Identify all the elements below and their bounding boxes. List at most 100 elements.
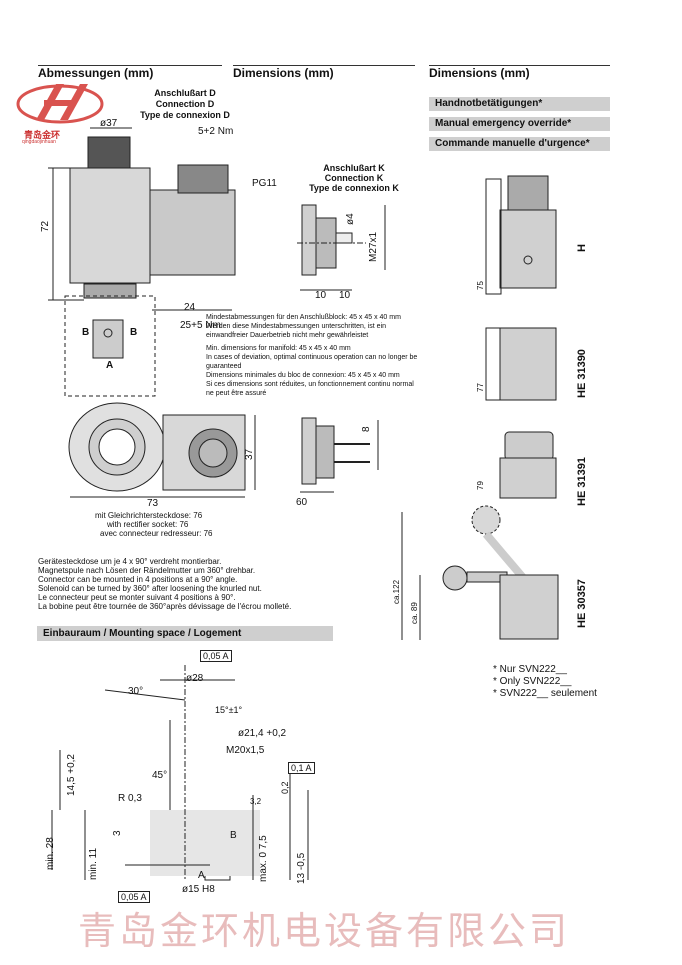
mounting-space-title: Einbauraum / Mounting space / Logement bbox=[37, 626, 333, 641]
mount-v3: 3 bbox=[112, 830, 123, 836]
conn-k-l2: Connection K bbox=[324, 173, 384, 183]
manifold-note-line: einwandfreier Dauerbetrieb nicht mehr ge… bbox=[206, 332, 369, 339]
override-label-he31391: HE 31391 bbox=[576, 457, 588, 506]
override-he31390 bbox=[499, 327, 557, 401]
dim-w10b: 10 bbox=[339, 290, 351, 301]
mount-d28: ø28 bbox=[186, 673, 204, 684]
mount-d214: ø21,4 +0,2 bbox=[238, 728, 287, 739]
rectifier-note-3: avec connecteur redresseur: 76 bbox=[100, 529, 213, 538]
manifold-outline bbox=[64, 295, 156, 397]
mount-perp: 0,1 A bbox=[288, 762, 315, 774]
override-bar-en: Manual emergency override* bbox=[429, 117, 610, 131]
dim-d37: ø37 bbox=[100, 118, 118, 129]
conn-d-l1: Anschlußart D bbox=[154, 88, 216, 98]
connector-note-line: Solenoid can be turned by 360° after loo… bbox=[38, 584, 262, 593]
rectifier-note-1: mit Gleichrichtersteckdose: 76 bbox=[95, 511, 203, 520]
company-name-footer: 青岛金环机电设备有限公司 bbox=[78, 909, 571, 953]
mount-min28: min. 28 bbox=[45, 837, 56, 870]
rectifier-note-2: with rectifier socket: 76 bbox=[107, 520, 189, 529]
header-col3: Dimensions (mm) bbox=[429, 66, 530, 80]
conn-k-plate bbox=[301, 204, 317, 276]
footnote-en: * Only SVN222__ bbox=[493, 676, 572, 687]
logo-name: 青岛金环 bbox=[24, 130, 61, 140]
connector-box bbox=[149, 189, 236, 276]
dim-d4: ø4 bbox=[345, 213, 356, 225]
dim-w73: 73 bbox=[147, 498, 159, 509]
dim-w60: 60 bbox=[296, 497, 308, 508]
mount-ang45: 45° bbox=[152, 770, 168, 781]
manifold-note-line: Dimensions minimales du bloc de connexio… bbox=[206, 372, 400, 379]
override-dim-79: 79 bbox=[476, 481, 485, 490]
mount-ang15: 15°±1° bbox=[215, 705, 243, 715]
header-rule-2 bbox=[233, 65, 415, 66]
mount-min11: min. 11 bbox=[88, 847, 99, 880]
mount-tol-top: 0,05 A bbox=[200, 650, 232, 662]
dim-w10a: 10 bbox=[315, 290, 327, 301]
override-label-he30357: HE 30357 bbox=[576, 579, 588, 628]
conn-d-l2: Connection D bbox=[155, 99, 215, 109]
mount-h145: 14,5 +0,2 bbox=[66, 754, 77, 796]
connector-note-line: Le connecteur peut se monter suivant 4 p… bbox=[38, 593, 236, 602]
override-h-body bbox=[499, 209, 557, 289]
manifold-note-line: ne peut être assuré bbox=[206, 390, 267, 397]
connector-note-line: La bobine peut être tournée de 360°après… bbox=[38, 602, 292, 611]
override-he31391 bbox=[499, 457, 557, 499]
conn-d-l3: Type de connexion D bbox=[140, 110, 230, 120]
manifold-note-line: Werden diese Mindestabmessungen untersch… bbox=[206, 323, 387, 330]
solenoid-coil bbox=[69, 167, 151, 284]
override-dim-ca89: ca. 89 bbox=[410, 602, 419, 624]
logo-small: qingdaojinhuan bbox=[22, 139, 56, 145]
dim-h37: 37 bbox=[244, 448, 255, 460]
mount-m20: M20x1,5 bbox=[226, 745, 265, 756]
footnote-de: * Nur SVN222__ bbox=[493, 664, 567, 675]
footnote-fr: * SVN222__ seulement bbox=[493, 688, 597, 699]
manifold-note-line: Si ces dimensions sont réduites, un fonc… bbox=[206, 381, 414, 388]
conn-k-l1: Anschlußart K bbox=[323, 163, 385, 173]
header-col1: Abmessungen (mm) bbox=[38, 66, 154, 80]
override-he30357 bbox=[499, 574, 559, 640]
manifold-note-line: Mindestabmessungen für den Anschlußblock… bbox=[206, 314, 401, 321]
dim-m27: M27x1 bbox=[368, 231, 379, 262]
dim-h72: 72 bbox=[40, 220, 51, 232]
header-col2: Dimensions (mm) bbox=[233, 66, 334, 80]
override-label-he31390: HE 31390 bbox=[576, 349, 588, 398]
connector-note-line: Magnetspule nach Lösen der Rändelmutter … bbox=[38, 566, 256, 575]
connector-note-line: Gerätesteckdose um je 4 x 90° verdreht m… bbox=[38, 557, 222, 566]
header-rule-3 bbox=[429, 65, 610, 66]
manifold-note-line: guaranteed bbox=[206, 363, 242, 370]
override-dim-ca122: ca.122 bbox=[392, 579, 401, 604]
conn-k-l3: Type de connexion K bbox=[309, 183, 399, 193]
mount-r03: R 0,3 bbox=[118, 793, 142, 804]
mount-a: A bbox=[198, 870, 205, 881]
dim-torque-nut: 5+2 Nm bbox=[198, 126, 234, 137]
override-bar-de: Handnotbetätigungen* bbox=[429, 97, 610, 111]
manifold-note-line: In cases of deviation, optimal continuou… bbox=[206, 354, 418, 361]
manifold-note-line: Min. dimensions for manifold: 45 x 45 x … bbox=[206, 345, 351, 352]
header-rule-1 bbox=[38, 65, 222, 66]
mount-d15: ø15 H8 bbox=[182, 884, 215, 895]
cable-gland bbox=[177, 164, 229, 194]
mount-b: B bbox=[230, 830, 237, 841]
mount-v32: 3,2 bbox=[250, 797, 262, 806]
port-b-right: B bbox=[130, 327, 138, 338]
override-label-h: H bbox=[576, 244, 588, 252]
mount-tol-bot: 0,05 A bbox=[118, 891, 150, 903]
dim-w24: 24 bbox=[184, 302, 196, 313]
override-bar-fr: Commande manuelle d'urgence* bbox=[429, 137, 610, 151]
dim-w8: 8 bbox=[361, 426, 372, 432]
company-logo bbox=[16, 84, 104, 124]
port-b-left: B bbox=[82, 327, 90, 338]
dim-pg11: PG11 bbox=[252, 178, 277, 189]
connector-note-line: Connector can be mounted in 4 positions … bbox=[38, 575, 238, 584]
mount-v02: 0,2 bbox=[280, 781, 290, 794]
mount-max75: max. 0 7,5 bbox=[258, 835, 269, 882]
knurled-nut bbox=[87, 136, 131, 170]
mount-v13: 13 -0,5 bbox=[296, 852, 307, 884]
override-dim-75: 75 bbox=[476, 281, 485, 290]
override-dim-77: 77 bbox=[476, 383, 485, 392]
mount-ang30: 30° bbox=[128, 686, 144, 697]
dim-torque-body: 25+5 Nm bbox=[180, 320, 221, 331]
port-a: A bbox=[106, 360, 114, 371]
